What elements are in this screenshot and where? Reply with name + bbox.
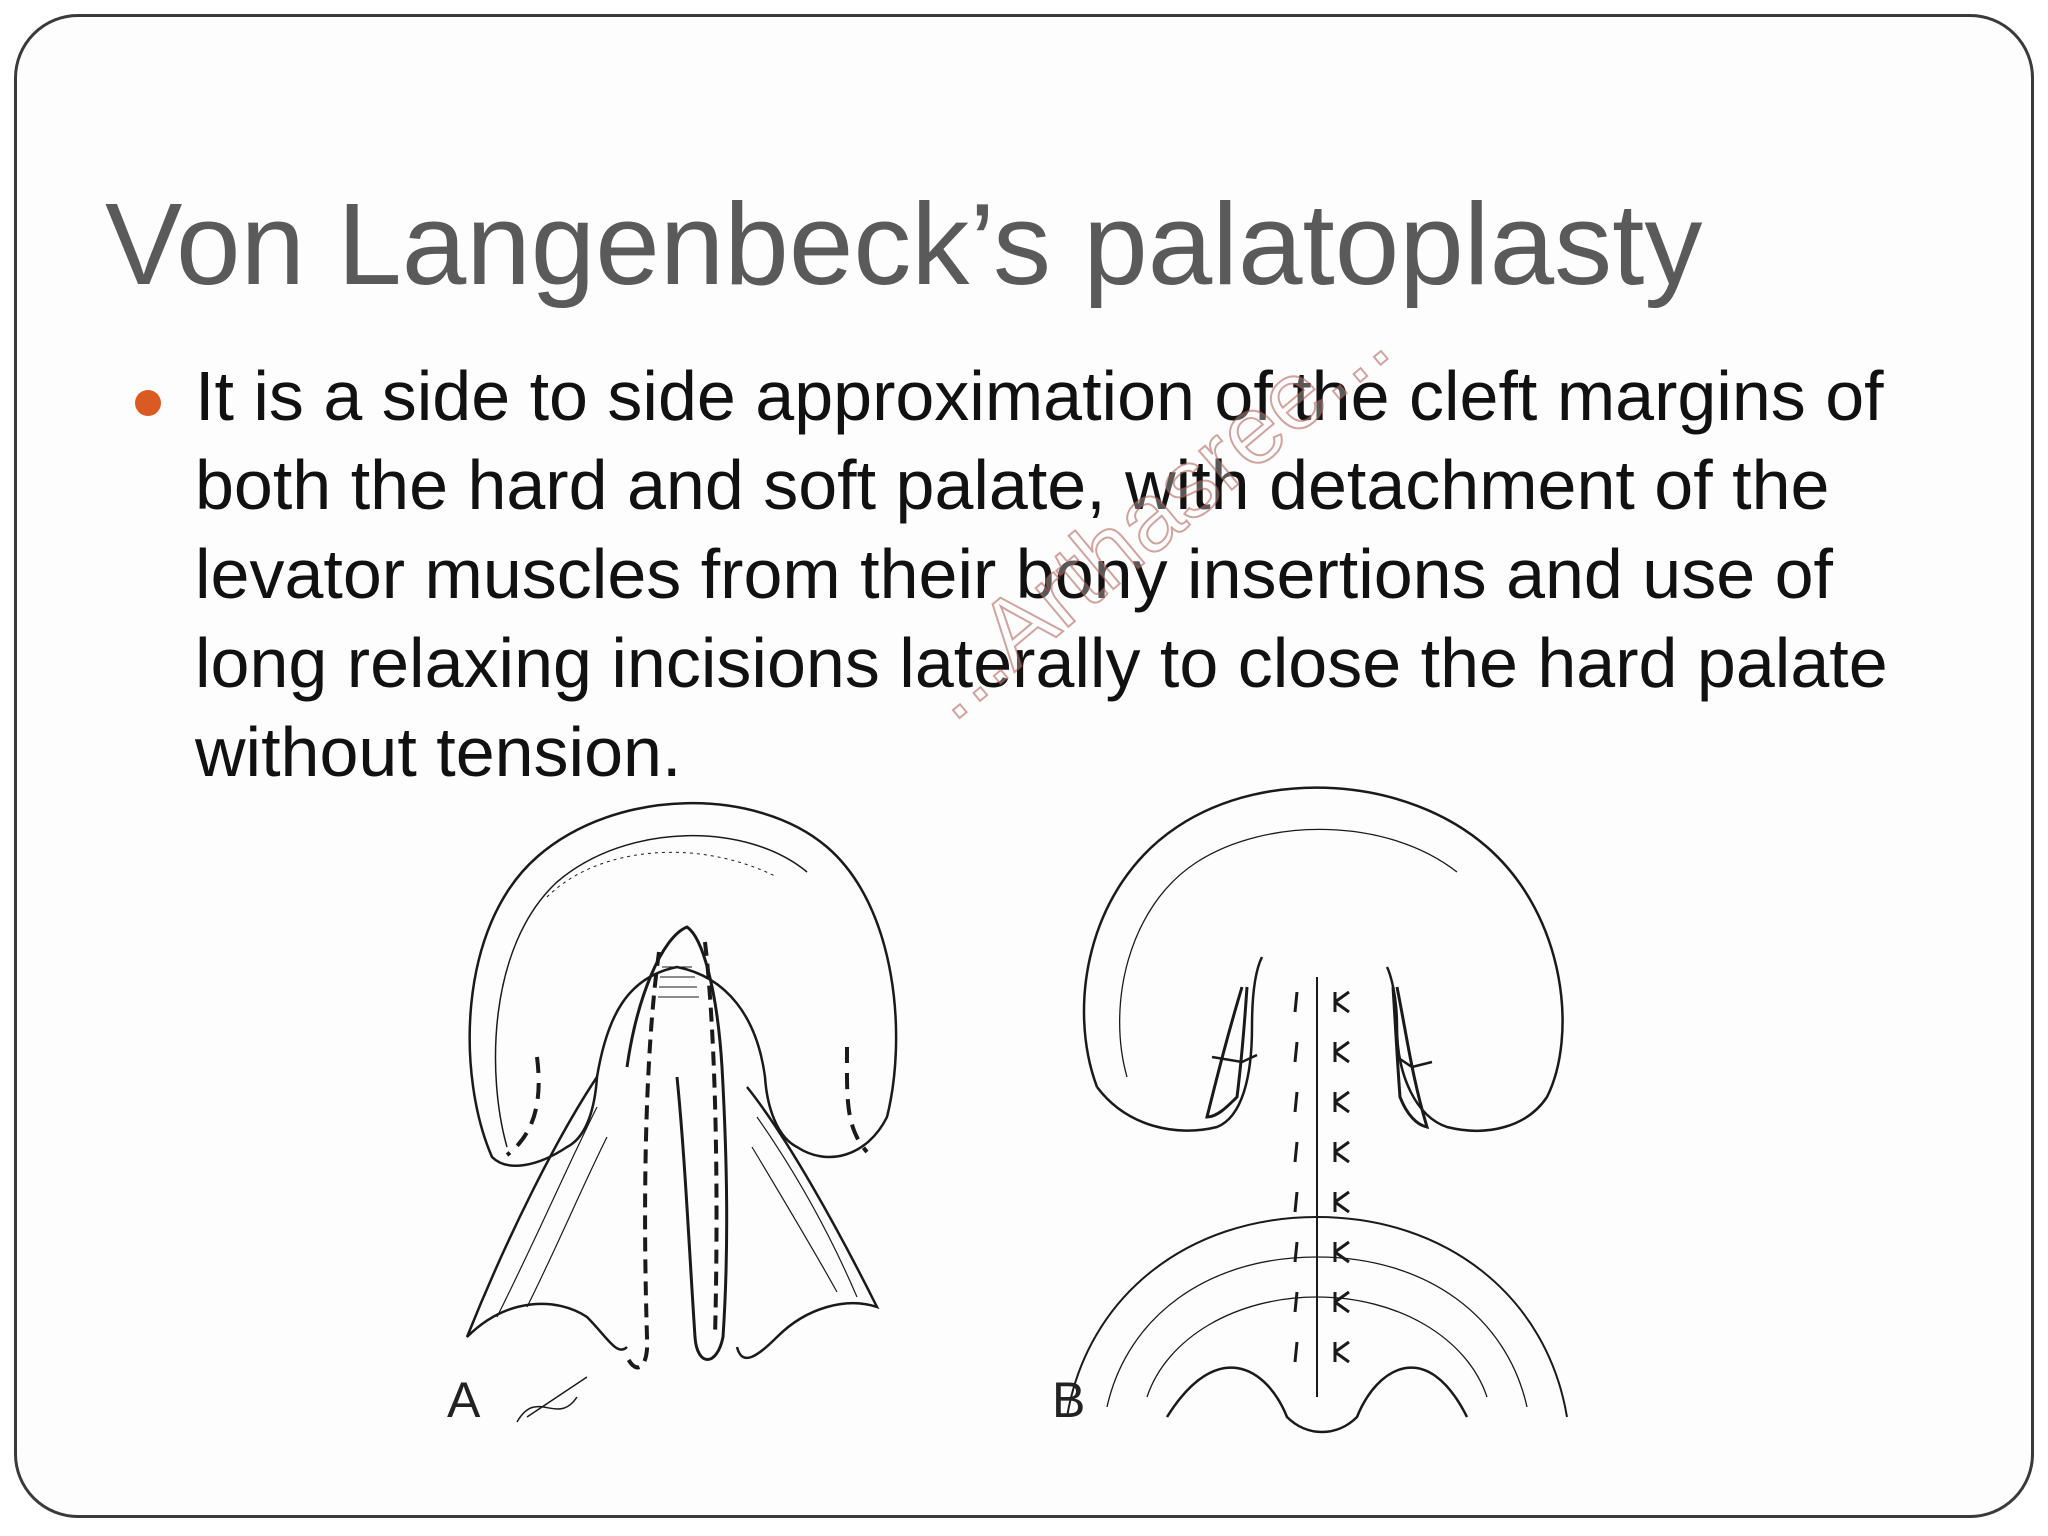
bullet-dot-icon	[135, 390, 161, 416]
slide-frame: Von Langenbeck’s palatoplasty It is a si…	[14, 14, 2034, 1518]
bullet-item: It is a side to side approximation of th…	[135, 352, 1955, 797]
panel-a-label: A	[447, 1372, 481, 1428]
panel-b-label: B	[1052, 1372, 1085, 1428]
bullet-text: It is a side to side approximation of th…	[195, 357, 1888, 791]
palatoplasty-illustration: A	[447, 786, 1568, 1434]
slide-title: Von Langenbeck’s palatoplasty	[105, 179, 1703, 309]
panel-b-drawing: B	[1052, 786, 1568, 1434]
panel-a-drawing: A	[447, 801, 898, 1428]
bullet-list: It is a side to side approximation of th…	[135, 352, 1955, 797]
